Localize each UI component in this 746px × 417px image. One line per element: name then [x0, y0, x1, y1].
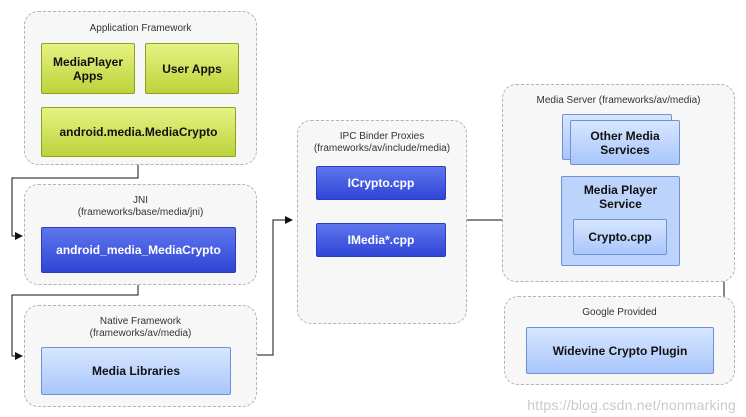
- other-media-services-box: Other Media Services: [570, 120, 680, 165]
- media-player-service-label: Media Player Service: [583, 183, 658, 211]
- imedia-box: IMedia*.cpp: [316, 223, 446, 257]
- jni-title: JNI (frameworks/base/media/jni): [77, 195, 204, 218]
- watermark-text: https://blog.csdn.net/nonmarking: [527, 397, 736, 413]
- widevine-crypto-plugin-box: Widevine Crypto Plugin: [526, 327, 714, 374]
- google-provided-title: Google Provided: [582, 307, 657, 318]
- jni-media-crypto-box: android_media_MediaCrypto: [41, 227, 236, 273]
- user-apps-box: User Apps: [145, 43, 239, 94]
- application-framework-title: Application Framework: [89, 23, 192, 34]
- icrypto-box: ICrypto.cpp: [316, 166, 446, 200]
- ipc-binder-group: IPC Binder Proxies (frameworks/av/includ…: [297, 120, 467, 324]
- crypto-cpp-box: Crypto.cpp: [573, 219, 667, 255]
- mediaplayer-apps-box: MediaPlayer Apps: [41, 43, 135, 94]
- media-libraries-box: Media Libraries: [41, 347, 231, 395]
- media-crypto-box: android.media.MediaCrypto: [41, 107, 236, 157]
- ipc-binder-title: IPC Binder Proxies (frameworks/av/includ…: [313, 131, 451, 154]
- media-server-title: Media Server (frameworks/av/media): [536, 95, 701, 106]
- native-framework-title: Native Framework (frameworks/av/media): [89, 316, 192, 339]
